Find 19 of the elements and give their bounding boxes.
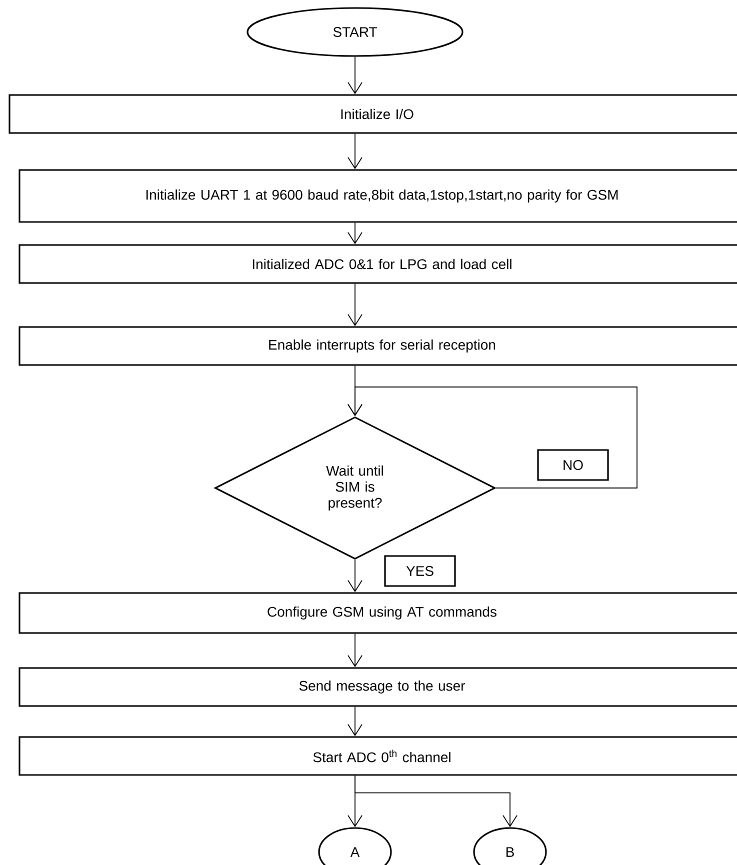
process-box: Initialized ADC 0&1 for LPG and load cell: [18, 244, 737, 284]
arrow: [348, 56, 362, 94]
process-box: Initialize UART 1 at 9600 baud rate,8bit data,1stop,1start,no parity for GSM: [18, 169, 737, 223]
edge-label: NO: [537, 449, 609, 481]
arrow: [348, 222, 362, 244]
arrow: [348, 283, 362, 326]
arrow: [348, 559, 362, 592]
process-box: Send message to the user: [18, 667, 737, 707]
process-box: Initialize I/O: [8, 94, 737, 134]
terminal-oval: START: [246, 7, 464, 57]
edge-label: YES: [384, 555, 456, 587]
process-box: Start ADC 0$^{th}$ channel: [18, 736, 737, 776]
process-box: Configure GSM using AT commands: [18, 592, 737, 634]
arrow: [354, 775, 518, 828]
process-box: Enable interrupts for serial reception: [18, 326, 737, 366]
arrow: [348, 386, 638, 488]
arrow: [348, 133, 362, 170]
arrow: [348, 633, 362, 668]
arrow: [348, 706, 362, 736]
